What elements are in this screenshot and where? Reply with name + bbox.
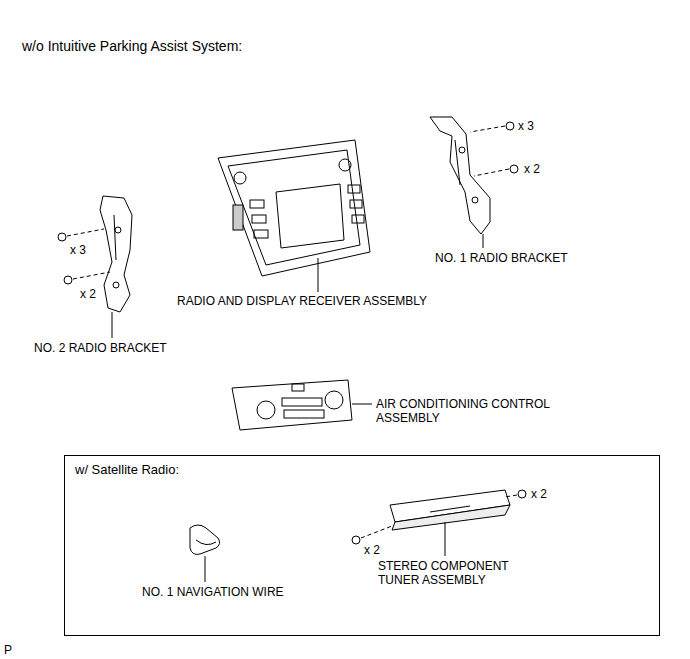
quantity: x 3 [70,243,86,257]
radio-bracket [430,117,490,248]
part-name: NO. 1 RADIO BRACKET [435,251,568,265]
radio-bracket [100,196,132,338]
tuner-assembly [352,490,526,556]
ac-control-assembly [232,380,372,430]
quantity: x 2 [364,543,380,557]
part-name: STEREO COMPONENT TUNER ASSEMBLY [378,559,518,587]
navigation-wire [190,525,220,582]
option-heading: w/ Satellite Radio: [65,456,189,483]
quantity: x 2 [524,162,540,176]
quantity: x 2 [80,287,96,301]
figure-code: P [4,643,12,657]
part-name: NO. 1 NAVIGATION WIRE [142,585,284,599]
option-box: w/ Satellite Radio: [64,455,660,636]
bolt [470,122,518,176]
quantity: x 3 [518,119,534,133]
page-title: w/o Intuitive Parking Assist System: [22,38,242,54]
receiver-assembly [218,140,370,292]
bolt [58,229,110,284]
part-name: AIR CONDITIONING CONTROL ASSEMBLY [376,397,581,425]
part-name: NO. 2 RADIO BRACKET [34,341,167,355]
part-name: RADIO AND DISPLAY RECEIVER ASSEMBLY [177,294,427,308]
quantity: x 2 [531,487,547,501]
